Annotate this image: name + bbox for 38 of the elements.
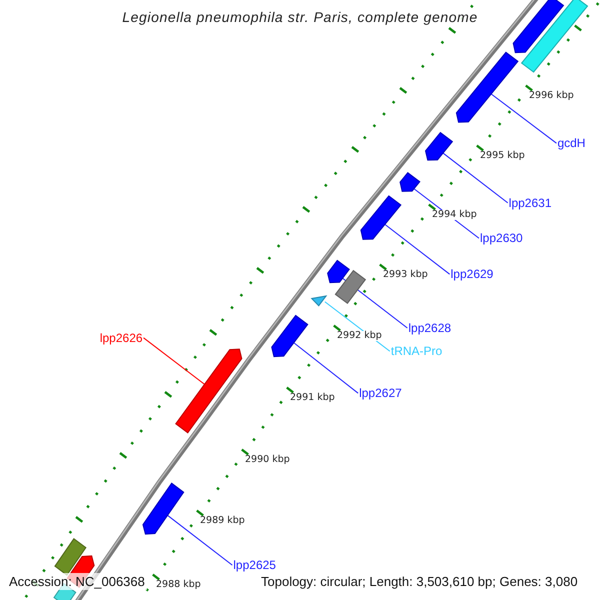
scale-label: 2989 kbp — [199, 516, 246, 526]
gene-segment — [327, 260, 350, 284]
gene-label: lpp2630 — [480, 231, 523, 246]
gene-segment — [175, 348, 242, 434]
gene-label: lpp2626 — [100, 330, 143, 345]
gene-segment — [456, 52, 519, 123]
scale-label: 2991 kbp — [289, 393, 336, 402]
gene-label: lpp2631 — [508, 196, 552, 210]
scale-label: 2992 kbp — [336, 331, 383, 340]
gene-label: gcdH — [557, 136, 586, 150]
scale-label: 2993 kbp — [382, 270, 429, 280]
scale-label: 2996 kbp — [528, 91, 575, 100]
gene-label: lpp2629 — [450, 267, 494, 282]
leader-line — [143, 337, 206, 385]
gene-segment — [520, 0, 588, 73]
trna-marker — [310, 295, 328, 306]
gene-label: lpp2628 — [408, 321, 452, 336]
gene-segment — [142, 482, 184, 535]
scale-label: 2995 kbp — [479, 151, 526, 160]
gene-segment — [400, 172, 420, 192]
gene-segment — [424, 132, 454, 161]
gene-label: lpp2627 — [359, 386, 402, 400]
gene-segment — [271, 314, 308, 358]
scale-label: 2994 kbp — [431, 210, 478, 220]
leader-line — [384, 224, 450, 275]
leader-line — [442, 152, 508, 204]
leader-line — [293, 342, 359, 394]
scale-label: 2988 kbp — [155, 580, 202, 590]
gene-segment — [54, 538, 87, 576]
accession-text: Accession: NC_006368 — [7, 573, 147, 590]
gene-label: tRNA-Pro — [390, 344, 442, 358]
leader-line — [167, 514, 233, 566]
gene-segment — [334, 270, 366, 304]
gene-segment — [512, 0, 564, 54]
gene-segment — [360, 195, 402, 240]
scale-label: 2990 kbp — [244, 455, 291, 464]
gene-label: lpp2625 — [233, 558, 276, 572]
leader-line — [490, 94, 557, 144]
